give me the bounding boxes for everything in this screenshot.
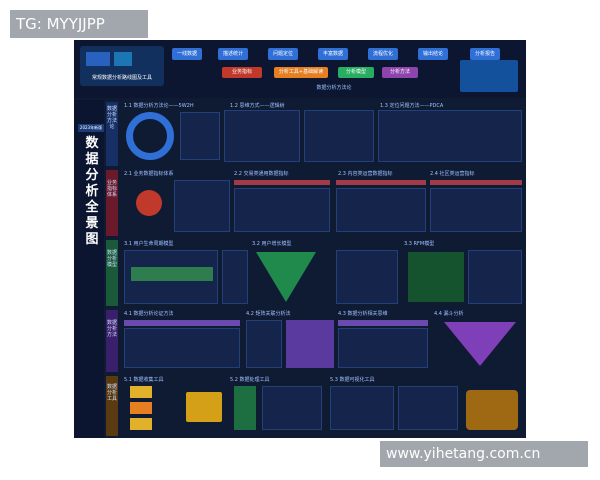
- sub-step-1: 业务指标: [222, 67, 262, 78]
- logic-tree-panel: [224, 110, 300, 162]
- section-2-title-b: 2.2 交易类通用数据指标: [234, 171, 289, 177]
- lifecycle-panel: [124, 250, 218, 304]
- title-char-4: 析: [85, 184, 99, 199]
- logic-notes-panel: [304, 110, 374, 162]
- section-2-label: 业务指标体系: [107, 180, 118, 198]
- content-metrics-table: [336, 188, 426, 232]
- thinking-table-header: [338, 320, 428, 326]
- flow-step-3: 问题定位: [268, 48, 298, 60]
- infographic-poster: 常规数据分析路线图及工具 一线数据 描述统计 问题定位 丰富数据 流程优化 输出…: [74, 40, 526, 438]
- section-4-title-a: 4.1 数据分析论证方法: [124, 311, 174, 317]
- flow-step-2: 描述统计: [218, 48, 248, 60]
- section-3-tab: [106, 240, 118, 306]
- section-4-tab: [106, 310, 118, 372]
- section-1-label: 数据分析方法论: [107, 106, 118, 130]
- section-5-title-a: 5.1 数据收集工具: [124, 377, 164, 383]
- processing-notes: [262, 386, 322, 430]
- section-2-title-d: 2.4 社区类运营指标: [430, 171, 475, 177]
- poster-title: 数 据 分 析 全 景 图: [82, 136, 102, 248]
- folder-icon: [186, 392, 222, 422]
- community-metrics-table: [430, 188, 522, 232]
- visual-tools-panel: [330, 386, 394, 430]
- title-char-5: 全: [85, 200, 99, 215]
- section-5-label: 数据分析工具: [107, 384, 118, 402]
- section-1-title-c: 1.3 定位问题方法——PDCA: [380, 103, 444, 109]
- flow-step-6: 输出结论: [418, 48, 448, 60]
- section-3-title-b: 3.2 用户增长模型: [252, 241, 292, 247]
- section-4-title-c: 4.3 数据分析相关思维: [338, 311, 388, 317]
- method-table: [124, 328, 240, 368]
- screen-illustration-icon: [114, 52, 132, 66]
- chart-illustration-icon: [86, 52, 110, 66]
- dashboard-illustration: [460, 60, 518, 92]
- tool-logo-3-icon: [130, 418, 152, 430]
- rfm-notes-panel: [468, 250, 522, 304]
- 5w2h-notes-panel: [180, 112, 220, 160]
- section-2-title-c: 2.3 内容类运营数据指标: [338, 171, 393, 177]
- section-1-title-a: 1.1 数据分析方法论——5W2H: [124, 103, 194, 109]
- section-5-title-c: 5.3 数据可视化工具: [330, 377, 375, 383]
- aarrr-funnel-icon: [256, 252, 316, 302]
- flow-step-1: 一线数据: [172, 48, 202, 60]
- section-3-title-a: 3.1 用户生命周期模型: [124, 241, 174, 247]
- section-4-title-d: 4.4 漏斗分析: [434, 311, 464, 317]
- 5w2h-ring-icon: [126, 112, 174, 160]
- watermark-top-left: TG: MYYJJPP: [10, 10, 148, 38]
- tool-logo-1-icon: [130, 386, 152, 398]
- section-3-label: 数据分析模型: [107, 250, 118, 268]
- spreadsheet-icon: [234, 386, 256, 430]
- left-sidebar: [74, 100, 104, 438]
- trade-metrics-table: [234, 188, 330, 232]
- lifecycle-band: [131, 267, 213, 281]
- user-value-icon: [136, 190, 162, 216]
- pdca-panel: [378, 110, 522, 162]
- section-1-tab: [106, 102, 118, 166]
- thinking-table: [338, 328, 428, 368]
- sub-step-4: 分析方法: [382, 67, 418, 78]
- tool-logo-2-icon: [130, 402, 152, 414]
- flow-step-5: 流程优化: [368, 48, 398, 60]
- conversion-funnel-icon: [444, 322, 516, 366]
- section-5-tab: [106, 376, 118, 436]
- header-illustration: 常规数据分析路线图及工具: [80, 46, 164, 86]
- section-1-title-b: 1.2 思维方式——逻辑树: [230, 103, 285, 109]
- flow-step-7: 分析报告: [470, 48, 500, 60]
- community-metrics-header: [430, 180, 522, 185]
- section-2-title-a: 2.1 业务数据指标体系: [124, 171, 174, 177]
- section-2-tab: [106, 170, 118, 236]
- header-caption: 常规数据分析路线图及工具: [91, 75, 152, 81]
- matrix-quadrant-icon: [286, 320, 334, 368]
- flow-step-4: 丰富数据: [318, 48, 348, 60]
- rfm-cube-icon: [408, 252, 464, 302]
- growth-notes-panel: [336, 250, 398, 304]
- lifecycle-notes: [222, 250, 248, 304]
- cloud-tools-icon: [466, 390, 518, 430]
- title-char-1: 数: [85, 136, 99, 151]
- title-char-3: 分: [85, 168, 99, 183]
- section-4-title-b: 4.2 矩阵关联分析法: [246, 311, 291, 317]
- matrix-notes: [246, 320, 282, 368]
- watermark-bottom-right: www.yihetang.com.cn: [380, 441, 588, 467]
- title-char-6: 景: [85, 216, 99, 231]
- content-metrics-header: [336, 180, 426, 185]
- sub-step-3: 分析模型: [338, 67, 374, 78]
- section-3-title-c: 3.3 RFM模型: [404, 241, 435, 247]
- year-badge: 2023年新版: [78, 124, 104, 132]
- trade-metrics-header: [234, 180, 330, 185]
- title-char-2: 据: [85, 152, 99, 167]
- section-4-label: 数据分析方法: [107, 320, 118, 338]
- metric-system-panel: [174, 180, 230, 232]
- sub-step-2: 分析工具+基础解读: [274, 67, 328, 78]
- title-char-7: 图: [85, 232, 99, 247]
- method-table-header: [124, 320, 240, 326]
- visual-notes-panel: [398, 386, 458, 430]
- analysis-method-label: 数据分析方法论: [316, 85, 352, 91]
- section-5-title-b: 5.2 数据处理工具: [230, 377, 270, 383]
